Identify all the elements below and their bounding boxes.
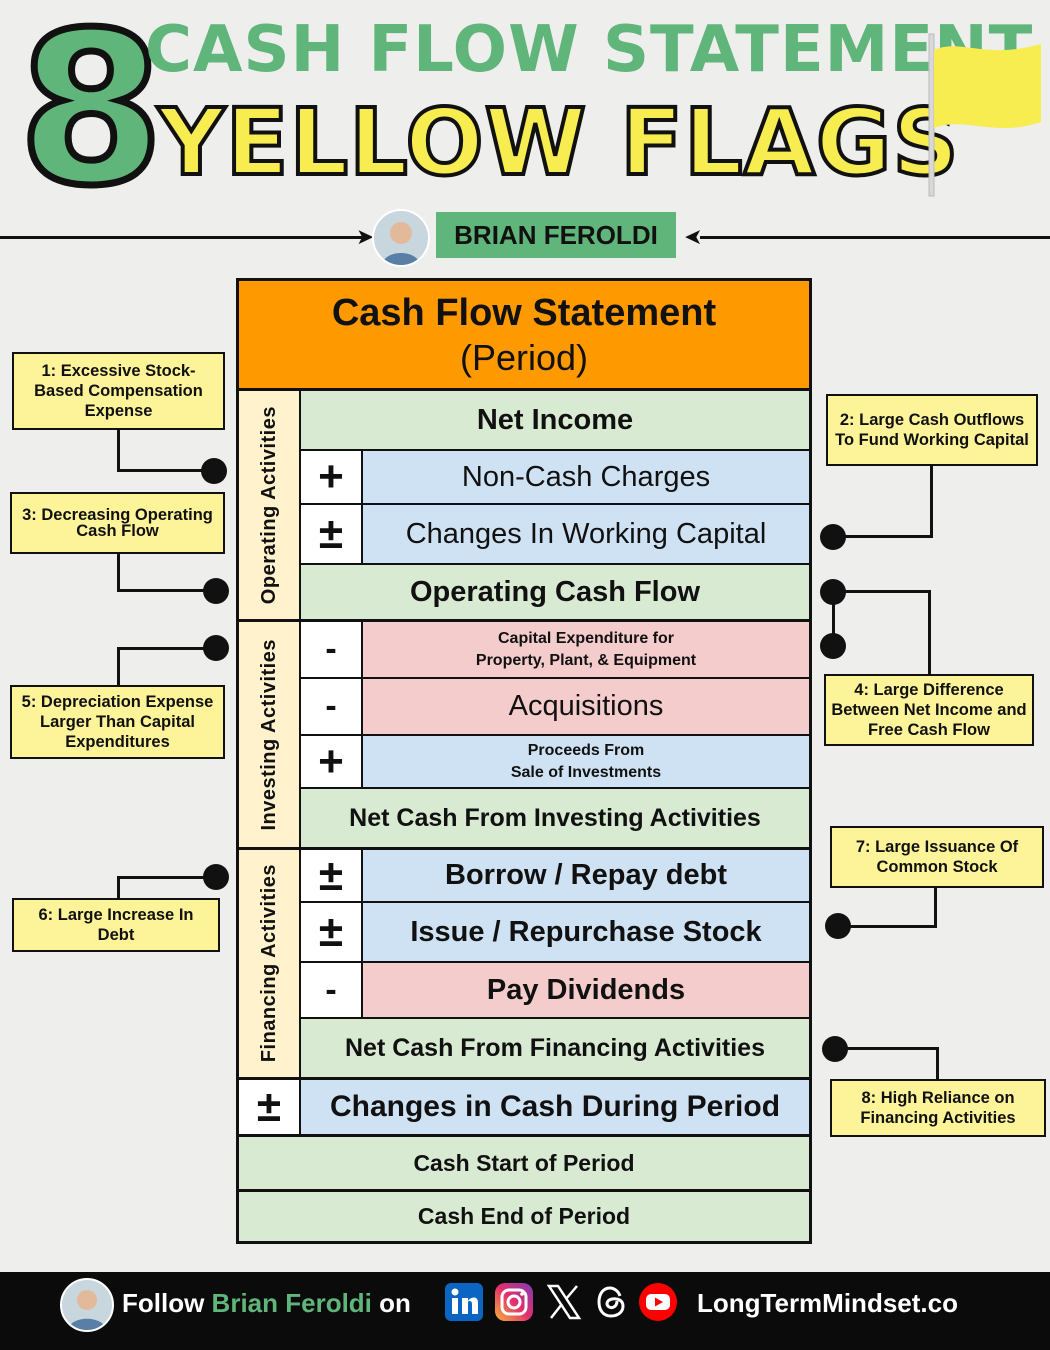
sign-plus-minus: ± — [301, 505, 361, 563]
connector — [838, 925, 937, 928]
linkedin-icon[interactable] — [444, 1282, 484, 1322]
connector — [928, 590, 931, 674]
avatar — [60, 1278, 114, 1332]
connector — [117, 647, 120, 685]
sign-minus: - — [301, 622, 361, 677]
connector — [117, 554, 120, 592]
row-cash-start: Cash Start of Period — [239, 1137, 809, 1189]
row-proceeds-from-sale: Proceeds From Sale of Investments — [363, 736, 809, 787]
row-cash-end: Cash End of Period — [239, 1192, 809, 1241]
connector — [117, 469, 211, 472]
divider-left — [0, 236, 362, 239]
footer-website-link[interactable]: LongTermMindset.co — [697, 1288, 958, 1318]
callout-flag-4: 4: Large Difference Between Net Income a… — [824, 674, 1034, 746]
follow-prefix: Follow — [122, 1288, 212, 1318]
row-borrow-repay-debt: Borrow / Repay debt — [363, 850, 809, 901]
flag-icon — [928, 33, 1041, 197]
follow-name: Brian Feroldi — [211, 1288, 372, 1318]
sign-minus: - — [301, 963, 361, 1017]
instagram-icon[interactable] — [494, 1282, 534, 1322]
footer-follow-text: Follow Brian Feroldi on — [122, 1286, 411, 1320]
sign-plus: + — [301, 736, 361, 787]
row-changes-in-cash: Changes in Cash During Period — [301, 1080, 809, 1134]
connector-dot — [825, 913, 851, 939]
threads-icon[interactable] — [592, 1282, 632, 1322]
row-net-cash-investing: Net Cash From Investing Activities — [301, 789, 809, 847]
proceeds-line-1: Proceeds From — [527, 741, 645, 759]
proceeds-line-2: Sale of Investments — [510, 763, 662, 781]
row-pay-dividends: Pay Dividends — [363, 963, 809, 1017]
row-capital-expenditure: Capital Expenditure for Property, Plant,… — [363, 622, 809, 677]
callout-flag-2: 2: Large Cash Outflows To Fund Working C… — [826, 394, 1038, 466]
sign-plus: + — [301, 451, 361, 503]
avatar — [372, 209, 430, 267]
row-net-cash-financing: Net Cash From Financing Activities — [301, 1019, 809, 1077]
row-acquisitions: Acquisitions — [363, 679, 809, 734]
title-cash-flow-statement: CASH FLOW STATEMENT — [145, 13, 1034, 87]
section-financing: Financing Activities — [239, 850, 299, 1077]
title-yellow-flags: YELLOW FLAGS — [156, 87, 961, 198]
sign-minus: - — [301, 679, 361, 734]
section-investing: Investing Activities — [239, 622, 299, 847]
connector — [836, 590, 931, 593]
connector — [936, 1047, 939, 1079]
connector — [117, 876, 211, 879]
section-financing-label: Financing Activities — [257, 864, 280, 1063]
x-icon[interactable] — [544, 1282, 584, 1322]
row-net-income: Net Income — [301, 391, 809, 449]
connector — [832, 591, 835, 645]
row-non-cash-charges: Non-Cash Charges — [363, 451, 809, 503]
big-number-eight: 8 — [15, 0, 168, 232]
connector — [836, 535, 933, 538]
statement-title: Cash Flow Statement — [331, 291, 717, 334]
sign-plus-minus: ± — [301, 903, 361, 961]
row-changes-in-working-capital: Changes In Working Capital — [363, 505, 809, 563]
callout-flag-6: 6: Large Increase In Debt — [12, 898, 220, 952]
capex-line-1: Capital Expenditure for — [497, 629, 675, 647]
section-operating-label: Operating Activities — [257, 405, 280, 605]
callout-flag-5: 5: Depreciation Expense Larger Than Capi… — [10, 685, 225, 759]
cash-flow-statement-table: Cash Flow Statement (Period) Operating A… — [236, 278, 812, 1244]
sign-plus-minus: ± — [239, 1080, 299, 1134]
callout-flag-3: 3: Decreasing Operating Cash Flow — [10, 492, 225, 554]
follow-suffix: on — [371, 1288, 411, 1318]
divider-right — [700, 236, 1050, 239]
connector — [117, 647, 211, 650]
callout-flag-1: 1: Excessive Stock-Based Compensation Ex… — [12, 352, 225, 430]
connector-dot — [201, 458, 227, 484]
statement-period: (Period) — [459, 336, 589, 378]
connector — [117, 430, 120, 471]
statement-header: Cash Flow Statement (Period) — [239, 281, 809, 388]
connector-dot — [820, 524, 846, 550]
connector — [117, 589, 211, 592]
youtube-icon[interactable] — [638, 1282, 678, 1322]
connector-dot — [203, 578, 229, 604]
arrow-right-icon: ➤ — [356, 224, 375, 249]
section-investing-label: Investing Activities — [257, 638, 280, 831]
callout-flag-8: 8: High Reliance on Financing Activities — [830, 1079, 1046, 1137]
row-issue-repurchase-stock: Issue / Repurchase Stock — [363, 903, 809, 961]
connector — [117, 876, 120, 898]
author-name-badge: BRIAN FEROLDI — [436, 212, 676, 258]
connector — [836, 1047, 938, 1050]
capex-line-2: Property, Plant, & Equipment — [475, 651, 697, 669]
section-operating: Operating Activities — [239, 391, 299, 619]
connector — [934, 888, 937, 928]
callout-flag-7: 7: Large Issuance Of Common Stock — [830, 826, 1044, 888]
sign-plus-minus: ± — [301, 850, 361, 901]
row-operating-cash-flow: Operating Cash Flow — [301, 565, 809, 619]
connector — [930, 466, 933, 537]
